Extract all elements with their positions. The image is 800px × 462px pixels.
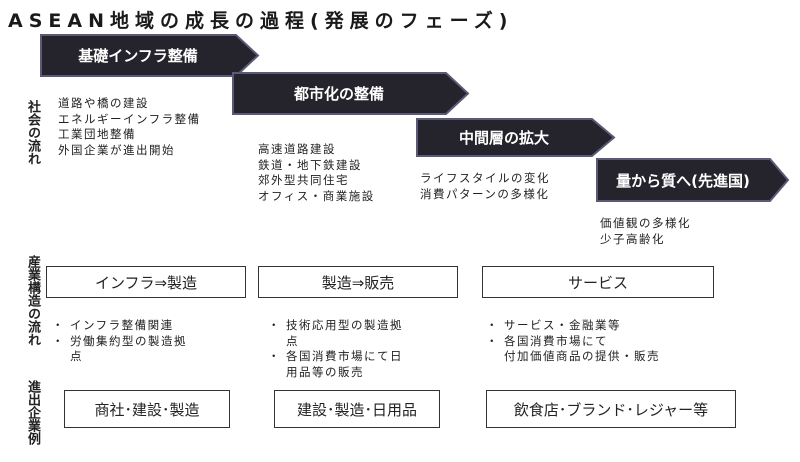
- bullet-dot: ・: [268, 318, 281, 332]
- society-list-quality: 価値観の多様化 少子高齢化: [600, 216, 691, 247]
- company-box-2: 建設･製造･日用品: [274, 390, 440, 428]
- stage-arrow-quality: 量から質へ(先進国): [596, 158, 790, 202]
- bullet-dot: ・: [52, 318, 65, 332]
- page-title: ASEAN地域の成長の過程(発展のフェーズ): [8, 10, 514, 32]
- companies-label: 進出企業例: [25, 380, 40, 445]
- list-item: 高速道路建設: [258, 142, 336, 156]
- list-item: 少子高齢化: [600, 231, 665, 246]
- industry-box-services: サービス: [482, 266, 714, 298]
- company-box-1: 商社･建設･製造: [64, 390, 230, 428]
- bullet-item: ・ サービス・金融業等: [486, 318, 621, 332]
- stage-label-infrastructure: 基礎インフラ整備: [78, 47, 198, 65]
- society-list-middle-class: ライフスタイルの変化 消費パターンの多様化: [420, 171, 550, 202]
- stage-arrow-urbanization: 都市化の整備: [232, 72, 470, 115]
- list-item: 価値観の多様化: [600, 216, 691, 230]
- bullet-dot: ・: [486, 333, 499, 348]
- list-item: ライフスタイルの変化: [420, 171, 550, 185]
- list-item: 鉄道・地下鉄建設: [258, 157, 362, 172]
- stage-label-quality: 量から質へ(先進国): [616, 171, 750, 190]
- list-item: 道路や橋の建設: [58, 96, 149, 110]
- stage-label-middle-class: 中間層の拡大: [458, 129, 549, 147]
- society-list-urbanization: 高速道路建設 鉄道・地下鉄建設 郊外型共同住宅 オフィス・商業施設: [258, 142, 375, 204]
- industry-box-infra-manufacturing: インフラ⇒製造: [46, 266, 246, 298]
- bullet-dot: ・: [268, 349, 281, 363]
- bullet-item: ・ 労働集約型の製造拠点: [52, 333, 187, 364]
- industry-bullets-2: ・ 技術応用型の製造拠点 ・ 各国消費市場にて日用品等の販売: [268, 318, 403, 380]
- bullet-item: ・ 各国消費市場にて日用品等の販売: [268, 349, 403, 379]
- stage-arrow-infrastructure: 基礎インフラ整備: [40, 34, 260, 77]
- list-item: 郊外型共同住宅: [258, 173, 349, 187]
- bullet-dot: ・: [486, 318, 499, 332]
- list-item: エネルギーインフラ整備: [58, 111, 201, 126]
- society-flow-label: 社会の流れ: [25, 100, 40, 165]
- industry-bullets-1: ・ インフラ整備関連 ・ 労働集約型の製造拠点: [52, 318, 187, 365]
- industry-bullets-3: ・ サービス・金融業等 ・ 各国消費市場にて付加価値商品の提供・販売: [486, 318, 660, 365]
- industry-box-manufacturing-sales: 製造⇒販売: [258, 266, 458, 298]
- bullet-item: ・ 技術応用型の製造拠点: [268, 318, 403, 348]
- bullet-item: ・ インフラ整備関連: [52, 318, 174, 332]
- stage-label-urbanization: 都市化の整備: [293, 85, 384, 103]
- industry-flow-label: 産業構造の流れ: [25, 255, 40, 346]
- company-box-3: 飲食店･ブランド･レジャー等: [486, 390, 736, 428]
- list-item: 消費パターンの多様化: [420, 186, 550, 201]
- bullet-item: ・ 各国消費市場にて付加価値商品の提供・販売: [486, 333, 660, 364]
- society-list-infrastructure: 道路や橋の建設 エネルギーインフラ整備 工業団地整備 外国企業が進出開始: [58, 96, 201, 158]
- list-item: 工業団地整備: [58, 127, 136, 141]
- list-item: 外国企業が進出開始: [58, 142, 175, 157]
- stage-arrow-middle-class: 中間層の拡大: [416, 118, 616, 157]
- list-item: オフィス・商業施設: [258, 188, 375, 203]
- bullet-dot: ・: [52, 333, 65, 348]
